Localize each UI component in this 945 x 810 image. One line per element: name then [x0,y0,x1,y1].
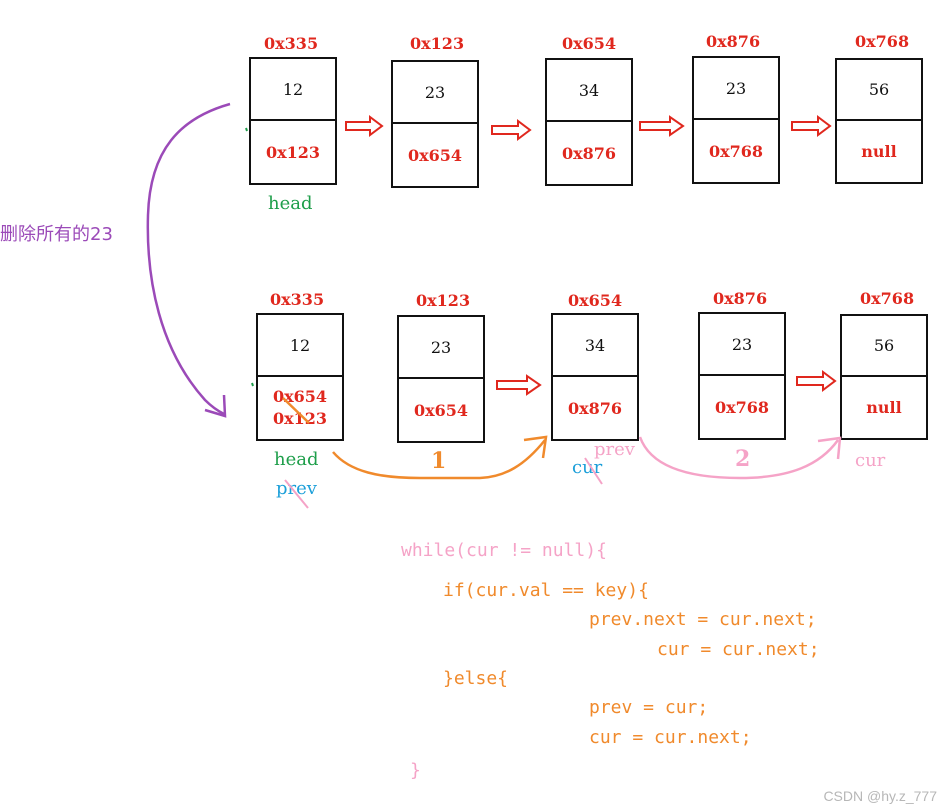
node-next: 0x876 [567,398,623,418]
watermark: CSDN @hy.z_777 [823,788,937,804]
top-arrow-2-icon [491,119,532,141]
pink-strike-cur-icon [584,457,603,485]
pink-strike-prev-icon [284,479,309,509]
top-arrow-1-icon [345,115,384,137]
delete-all-23-label: 删除所有的23 [0,224,113,245]
node-next: 0x768 [708,141,764,161]
pink-skip-arrow-icon [638,436,842,480]
code-line-8: } [410,760,421,781]
green-tick-icon [245,127,248,132]
node-next: 0x123 [265,142,321,162]
bottom-arrow-2-icon [796,370,837,392]
orange-strike-icon [282,397,310,424]
addr-top-4: 0x876 [706,32,761,51]
node-bottom-1: 12 0x654 0x123 [256,313,344,441]
node-top-2: 23 0x654 [391,60,479,188]
node-next: null [861,142,897,161]
node-value: 23 [399,317,483,379]
code-line-2: if(cur.val == key){ [443,580,649,601]
purple-curve-arrow-icon [146,102,231,418]
step-one-label: 1 [431,448,447,474]
node-value: 56 [842,316,926,377]
node-value: 23 [700,314,784,376]
code-line-3: prev.next = cur.next; [589,609,817,630]
addr-bottom-5: 0x768 [860,289,915,308]
code-line-7: cur = cur.next; [589,727,752,748]
addr-bottom-2: 0x123 [416,291,471,310]
node-next: 0x654 0x123 [258,377,342,439]
node-bottom-4: 23 0x768 [698,312,786,440]
addr-bottom-3: 0x654 [568,291,623,310]
green-tick-icon [251,382,254,387]
addr-top-5: 0x768 [855,32,910,51]
code-line-6: prev = cur; [589,697,709,718]
head-label-top: head [268,193,313,214]
cur-label-right: cur [855,450,886,471]
node-value: 23 [393,62,477,124]
node-next: 0x654 [407,145,463,165]
step-two-label: 2 [735,446,751,472]
addr-bottom-1: 0x335 [270,290,325,309]
node-bottom-3: 34 0x876 [551,313,639,441]
top-arrow-3-icon [639,115,685,137]
code-line-1: while(cur != null){ [401,540,607,561]
addr-top-1: 0x335 [264,34,319,53]
node-top-5: 56 null [835,58,923,184]
node-next: 0x654 [413,400,469,420]
node-value: 12 [258,315,342,377]
node-bottom-5: 56 null [840,314,928,440]
prev-label-mid: prev [594,439,635,460]
addr-top-2: 0x123 [410,34,465,53]
node-next: 0x768 [714,397,770,417]
node-value: 34 [547,60,631,122]
code-line-4: cur = cur.next; [657,639,820,660]
addr-top-3: 0x654 [562,34,617,53]
node-value: 12 [251,59,335,121]
code-line-5: }else{ [443,668,509,689]
prev-label-bottom: prev [276,478,317,499]
node-value: 34 [553,315,637,377]
node-next: 0x876 [561,143,617,163]
bottom-arrow-1-icon [496,374,542,396]
addr-bottom-4: 0x876 [713,289,768,308]
node-top-4: 23 0x768 [692,56,780,184]
head-label-bottom: head [274,449,319,470]
node-next-old: 0x123 [272,409,328,428]
node-bottom-2: 23 0x654 [397,315,485,443]
orange-skip-arrow-icon [332,435,548,480]
top-arrow-4-icon [791,115,832,137]
node-value: 23 [694,58,778,120]
node-next: null [866,398,902,417]
node-value: 56 [837,60,921,121]
node-top-1: 12 0x123 [249,57,337,185]
node-top-3: 34 0x876 [545,58,633,186]
